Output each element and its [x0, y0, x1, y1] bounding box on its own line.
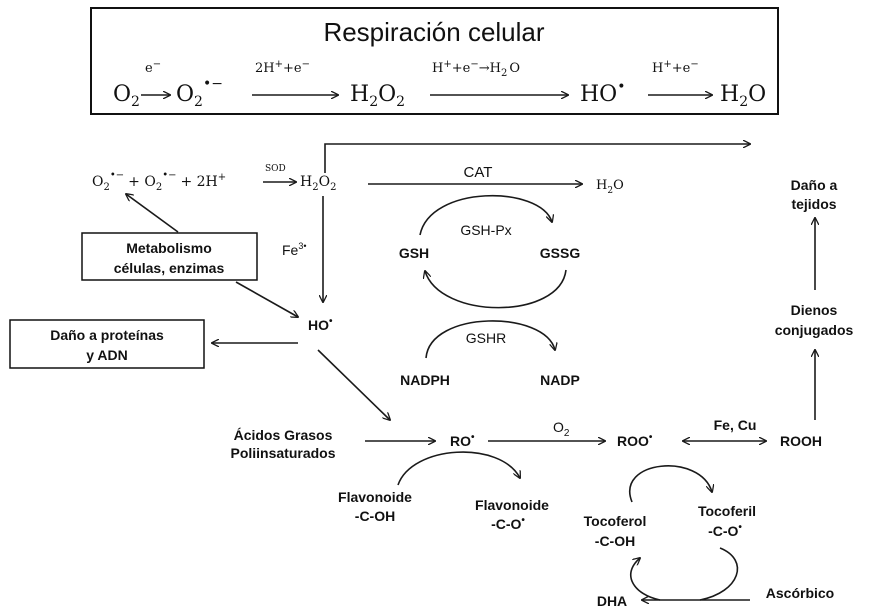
- arc-gsh-to-gssg: [419, 194, 552, 236]
- arc-tocopherol: [629, 465, 712, 503]
- o2-label: O2: [553, 419, 570, 439]
- tissue-damage-line2: tejidos: [791, 196, 836, 212]
- tocopherol-line2: -C-OH: [595, 533, 635, 549]
- gshr-label: GSHR: [466, 330, 506, 346]
- flavonoid-oh-line1: Flavonoide: [338, 489, 412, 505]
- metabolism-line2: células, enzimas: [114, 260, 225, 276]
- sod-reaction: O2•−+ O2•−+ 2H+ SOD H2O2: [92, 164, 336, 193]
- roo-radical: ROO•: [617, 432, 653, 449]
- pufa-line2: Poliinsaturados: [230, 445, 335, 461]
- step4-label: H++e−: [652, 59, 699, 76]
- fe-cu-label: Fe, Cu: [714, 417, 757, 433]
- arrow-hydroxyl-to-ro: [317, 349, 390, 420]
- glutathione-cycle: GSH-Px GSH GSSG GSHR NADPH NADP: [399, 194, 581, 388]
- cat-label: CAT: [464, 164, 493, 181]
- arc-gssg-to-gsh: [425, 270, 567, 309]
- arc-dha-to-tocopherol: [629, 558, 661, 601]
- respiration-box: [90, 7, 779, 115]
- protein-damage-line2: y ADN: [86, 347, 128, 363]
- arc-flavonoid: [397, 451, 520, 486]
- superoxide-formula: O2•−: [176, 76, 223, 110]
- step2-label: 2H++e−: [255, 59, 310, 76]
- sod-equation: O2•−+ O2•−+ 2H+: [92, 170, 226, 193]
- water-formula: H2O: [720, 82, 766, 110]
- metabolism-line1: Metabolismo: [126, 240, 212, 256]
- sod-label: SOD: [265, 164, 286, 174]
- hydroxyl-radical: HO•: [308, 316, 333, 333]
- dha-label: DHA: [597, 593, 627, 609]
- arrow-h2o2-to-tissue-damage: [324, 144, 750, 173]
- sod-h2o2: H2O2: [300, 174, 336, 193]
- rooh-label: ROOH: [780, 433, 822, 449]
- flavonoid-oh-line2: -C-OH: [355, 508, 395, 524]
- protein-damage-line1: Daño a proteínas: [50, 327, 164, 343]
- fe3-label: Fe3•: [282, 241, 307, 258]
- arc-nadph-to-nadp: [425, 320, 555, 359]
- electron-label: e−: [145, 59, 161, 76]
- h2o2-formula: H2O2: [350, 82, 405, 110]
- arrow-metabolism-to-hydroxyl: [235, 281, 298, 317]
- arrow-metabolism-to-superoxide: [126, 194, 179, 233]
- nadp-label: NADP: [540, 372, 580, 388]
- cat-water: H2O: [596, 178, 624, 196]
- tocopheryl-line1: Tocoferil: [698, 503, 756, 519]
- gssg-label: GSSG: [540, 245, 581, 261]
- respiration-title: Respiración celular: [323, 17, 544, 47]
- gsh-px-label: GSH-Px: [460, 222, 511, 238]
- ro-radical: RO•: [450, 432, 475, 449]
- arc-ascorbate-to-tocopheryl: [699, 547, 739, 601]
- flavonoid-o-line1: Flavonoide: [475, 497, 549, 513]
- tocopheryl-line2: -C-O•: [708, 522, 742, 539]
- tocopherol-line1: Tocoferol: [584, 513, 647, 529]
- hydroxyl-formula: HO•: [580, 79, 626, 107]
- metabolism-box: [81, 232, 258, 281]
- flavonoid-o-line2: -C-O•: [491, 515, 525, 532]
- pufa-line1: Ácidos Grasos: [234, 427, 333, 443]
- oxygen-formula: O2: [113, 82, 140, 110]
- dienes-line1: Dienos: [791, 302, 838, 318]
- tissue-damage-line1: Daño a: [791, 177, 838, 193]
- gsh-label: GSH: [399, 245, 429, 261]
- nadph-label: NADPH: [400, 372, 450, 388]
- protein-damage-box: [9, 319, 205, 369]
- ascorbic-label: Ascórbico: [766, 585, 834, 601]
- dienes-line2: conjugados: [775, 322, 854, 338]
